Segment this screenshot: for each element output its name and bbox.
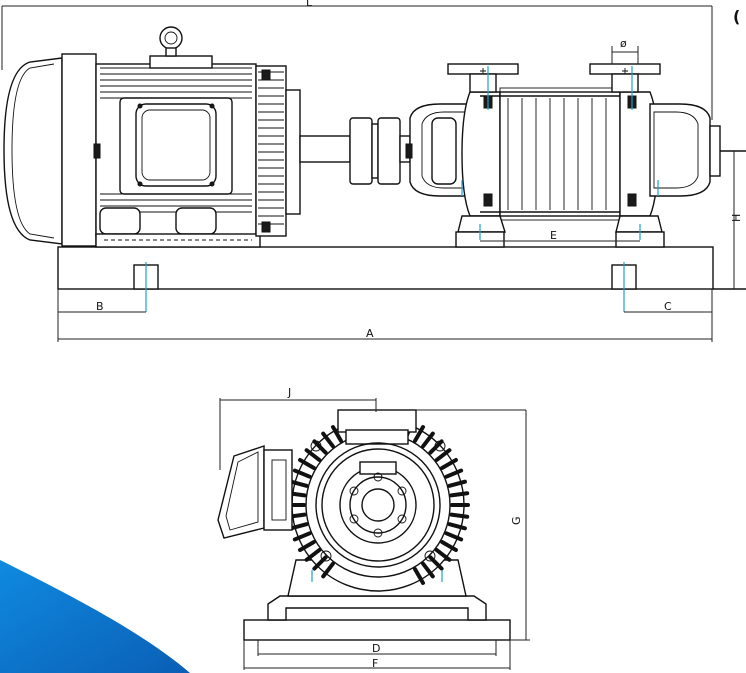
label-B: B — [96, 300, 104, 313]
motor-side-view — [3, 26, 301, 248]
fin — [289, 522, 309, 531]
fin — [449, 512, 470, 519]
fin — [289, 479, 309, 488]
dimension-G: G — [416, 409, 530, 641]
fin — [421, 431, 435, 449]
label-H: H — [730, 214, 743, 222]
fin — [444, 531, 464, 542]
fin — [434, 548, 452, 562]
fin — [312, 439, 328, 455]
label-J: J — [287, 386, 291, 399]
label-G: G — [510, 516, 523, 525]
lifting-eye-icon — [159, 26, 183, 57]
label-phi: ø — [620, 37, 627, 50]
label-paren: ( — [733, 7, 740, 26]
label-E: E — [550, 229, 557, 242]
fin — [413, 425, 425, 443]
fin — [447, 479, 467, 488]
base-plate — [57, 246, 746, 312]
fin — [304, 548, 322, 562]
fin — [321, 431, 335, 449]
fin — [312, 555, 328, 571]
fin — [304, 448, 322, 462]
blue-accent-shape — [0, 560, 190, 673]
fin — [444, 468, 464, 479]
fin — [292, 468, 312, 479]
dimension-L: L — [1, 0, 713, 120]
label-C: C — [664, 300, 672, 313]
label-D: D — [372, 642, 380, 655]
dimension-J: J — [219, 386, 377, 470]
fin — [447, 522, 467, 531]
fin — [440, 458, 458, 470]
fin — [321, 561, 335, 579]
dimension-F: F — [243, 640, 511, 670]
fin — [428, 555, 444, 571]
label-F: F — [372, 657, 378, 670]
fin — [449, 491, 470, 498]
label-L: L — [306, 0, 313, 9]
dimension-B: B — [57, 289, 146, 342]
fin — [421, 561, 435, 579]
dimension-D: D — [257, 640, 497, 656]
fin — [440, 540, 458, 552]
motor-end-view — [217, 409, 511, 641]
fin — [413, 567, 425, 585]
dimension-H: H — [730, 151, 743, 289]
shaft-coupling — [299, 117, 411, 185]
pump-side-view — [405, 63, 746, 248]
fin — [428, 439, 444, 455]
dimension-E: E — [480, 229, 640, 242]
dimension-A: A — [58, 327, 712, 340]
dimension-phi: ø — [611, 37, 639, 64]
fin — [434, 448, 452, 462]
fin — [298, 458, 316, 470]
fin — [292, 531, 312, 542]
fin — [298, 540, 316, 552]
dimension-C: C — [624, 289, 713, 342]
label-A: A — [366, 327, 374, 340]
fin — [331, 425, 343, 443]
